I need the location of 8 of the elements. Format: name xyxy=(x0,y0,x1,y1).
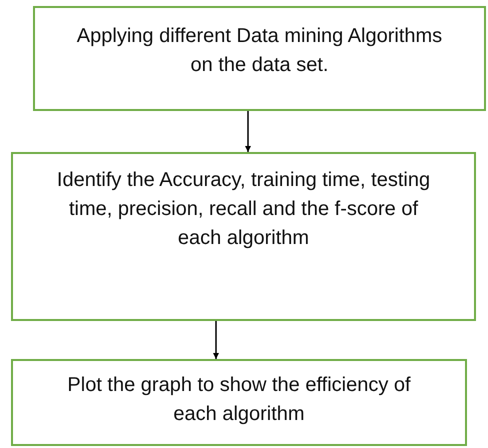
arrow xyxy=(213,321,219,359)
process-box xyxy=(33,6,486,111)
process-box xyxy=(11,152,476,321)
box-text: Applying different Data mining Algorithms on the data set. xyxy=(76,24,444,78)
box-text: Plot the graph to show the efficiency of each algorithm xyxy=(66,373,412,427)
arrow xyxy=(245,111,251,152)
box-text: Identify the Accuracy, training time, testing time, precision, recall and the f-score of each algorithm xyxy=(56,168,432,251)
process-box xyxy=(11,359,467,446)
